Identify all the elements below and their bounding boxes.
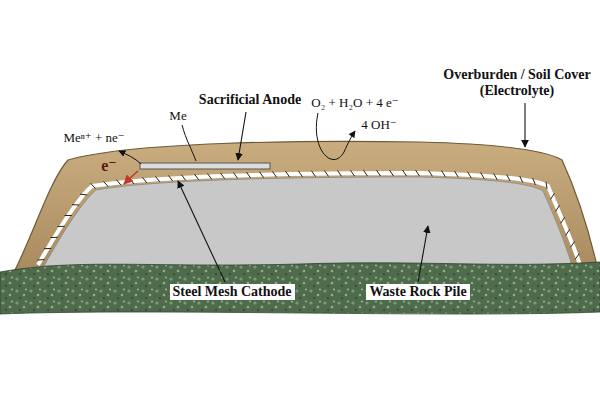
mesh-tick bbox=[402, 170, 406, 176]
mesh-tick bbox=[494, 173, 498, 179]
mesh-tick bbox=[272, 171, 276, 177]
mesh-tick bbox=[566, 229, 570, 235]
mesh-tick bbox=[468, 172, 472, 178]
mesh-tick bbox=[168, 175, 172, 181]
mesh-tick bbox=[233, 172, 237, 178]
mesh-tick bbox=[181, 175, 185, 181]
mesh-tick bbox=[376, 170, 380, 176]
part-label: Waste Rock Pile bbox=[366, 284, 469, 300]
reaction-label: Meⁿ⁺ + ne⁻ bbox=[63, 131, 124, 146]
mesh-ticks bbox=[37, 170, 579, 260]
mesh-tick bbox=[65, 215, 72, 216]
mesh-tick bbox=[442, 171, 446, 177]
anode-leader bbox=[238, 112, 246, 160]
mesh-tick bbox=[575, 254, 579, 260]
mesh-tick bbox=[507, 175, 510, 181]
mesh-tick bbox=[546, 182, 547, 189]
mesh-tick bbox=[194, 174, 198, 180]
mesh-tick bbox=[51, 237, 58, 238]
mesh-tick bbox=[363, 170, 367, 176]
mesh-tick bbox=[481, 173, 485, 179]
mesh-tick bbox=[259, 172, 263, 178]
mesh-tick bbox=[207, 173, 211, 179]
mesh-tick bbox=[520, 176, 523, 183]
mesh-tick bbox=[246, 172, 250, 178]
part-label: Sacrificial Anode bbox=[199, 92, 301, 108]
mesh-tick bbox=[285, 171, 289, 177]
mesh-tick bbox=[337, 170, 341, 176]
cover-leader bbox=[524, 103, 525, 147]
mesh-tick bbox=[72, 204, 79, 205]
mesh-tick bbox=[155, 176, 159, 182]
waste-rock-pile bbox=[44, 177, 572, 266]
mesh-tick bbox=[311, 171, 315, 177]
mesh-tick bbox=[37, 259, 44, 260]
mesh-tick bbox=[324, 171, 328, 177]
mesh-tick bbox=[556, 205, 560, 211]
mesh-tick bbox=[57, 226, 64, 227]
ground-layer bbox=[0, 262, 600, 314]
steel-mesh-cathode bbox=[38, 173, 580, 265]
reduction-arrow bbox=[316, 113, 355, 160]
metal-leader bbox=[182, 125, 196, 161]
mesh-tick bbox=[533, 178, 536, 185]
mesh-tick bbox=[550, 193, 554, 199]
mesh-tick bbox=[80, 194, 87, 196]
mesh-tick bbox=[91, 183, 96, 188]
part-label: Overburden / Soil Cover (Electrolyte) bbox=[437, 67, 597, 99]
mesh-tick bbox=[220, 173, 224, 179]
soil-cover bbox=[15, 141, 598, 270]
mesh-tick bbox=[129, 178, 134, 184]
mesh-tick bbox=[416, 170, 420, 176]
mesh-tick bbox=[350, 170, 354, 176]
mesh-tick bbox=[455, 171, 459, 177]
mesh-tick bbox=[571, 241, 575, 247]
mesh-tick bbox=[116, 180, 121, 186]
cathode-leader bbox=[178, 181, 225, 282]
electron-label: e⁻ bbox=[101, 157, 117, 175]
part-label: Steel Mesh Cathode bbox=[170, 284, 295, 300]
mesh-tick bbox=[103, 181, 108, 186]
reaction-label: O₂ + H₂O + 4 e⁻ bbox=[311, 96, 398, 111]
electron-flow-arrow bbox=[124, 171, 138, 184]
mesh-tick bbox=[142, 177, 146, 183]
mesh-tick bbox=[44, 248, 51, 249]
reaction-label: 4 OH⁻ bbox=[361, 118, 396, 133]
chemical-label: Me bbox=[169, 109, 186, 124]
sacrificial-anode-rod bbox=[140, 163, 270, 169]
mesh-tick bbox=[298, 171, 302, 177]
mesh-tick bbox=[389, 170, 393, 176]
mesh-tick bbox=[429, 170, 433, 176]
mesh-tick bbox=[561, 217, 565, 223]
oxidation-arrow bbox=[119, 151, 141, 164]
pile-leader bbox=[418, 226, 428, 282]
